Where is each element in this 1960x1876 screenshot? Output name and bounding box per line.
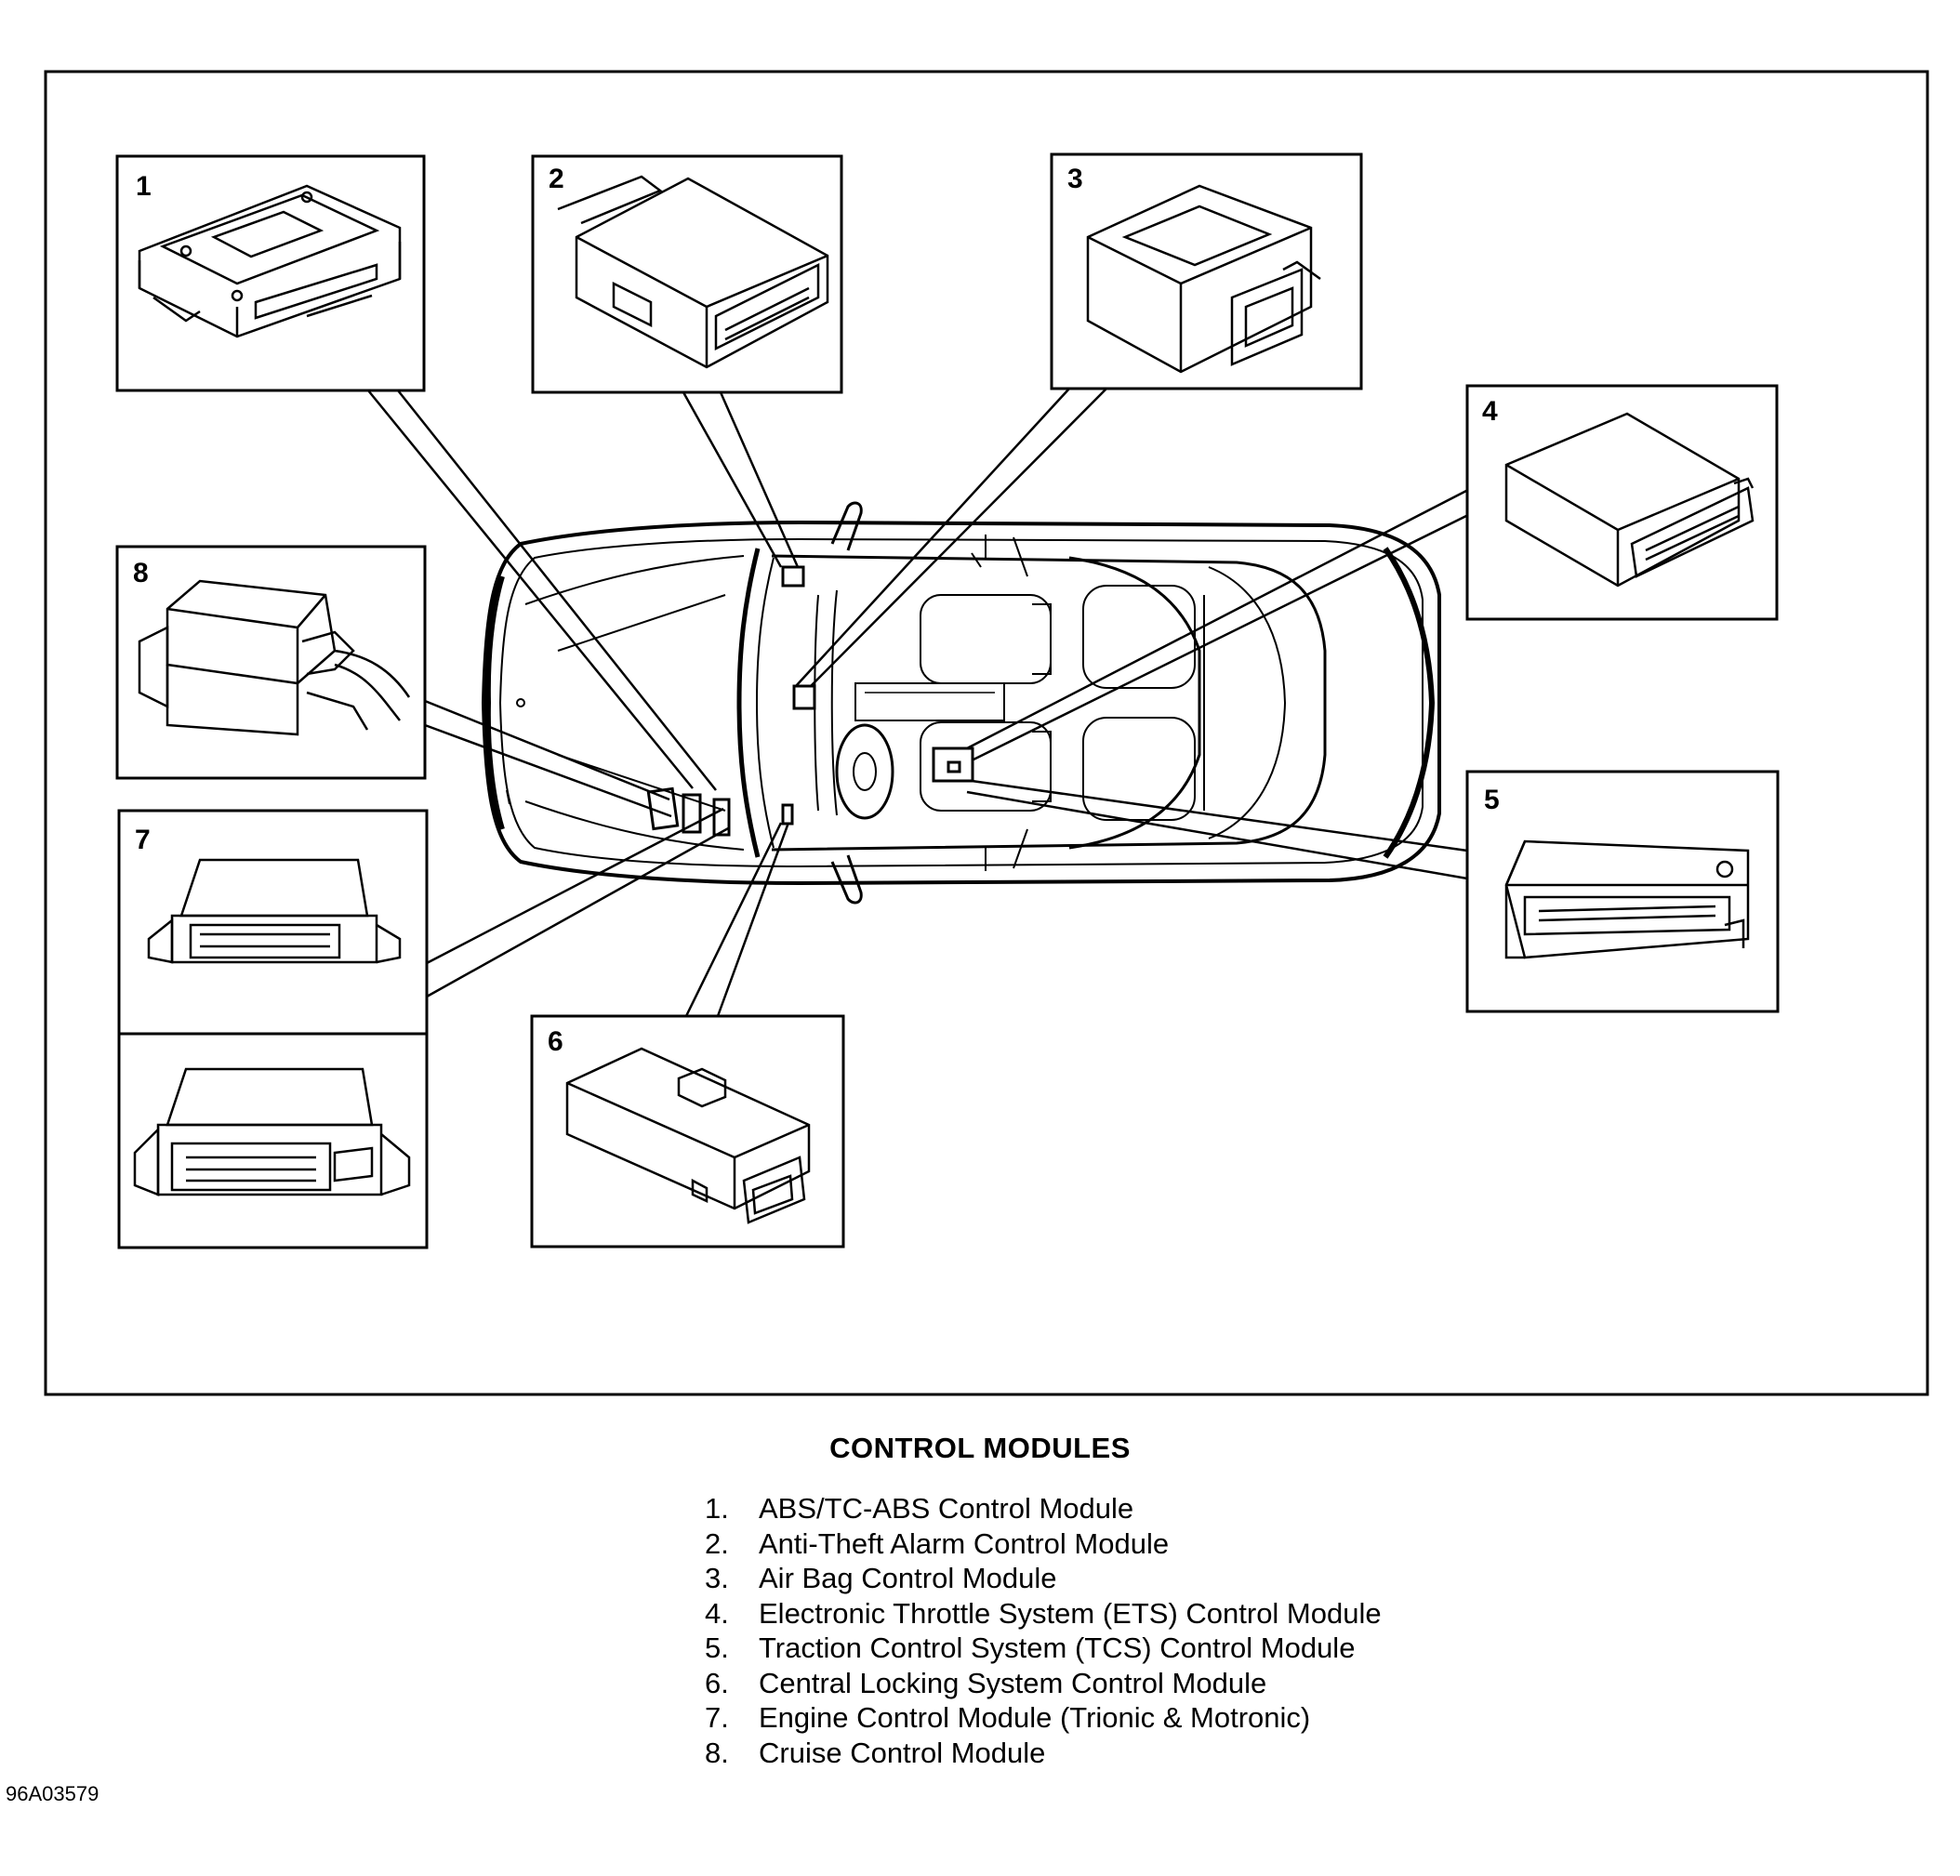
callout-panel-2 [531,154,843,394]
legend-item-label: Traction Control System (TCS) Control Mo… [759,1632,1356,1664]
leader-lines [367,388,1468,1017]
module-5-illustration [1504,839,1750,959]
callout-number-5: 5 [1484,785,1500,815]
figure-code: 96A03579 [6,1782,99,1805]
legend-item: 5. Traction Control System (TCS) Control … [705,1631,1382,1666]
module-markers [646,565,974,837]
callout-number-3: 3 [1067,164,1083,194]
car-top-view [481,501,1441,905]
legend-item-number: 2. [705,1526,729,1560]
callout-numbers: 1 2 3 4 5 6 7 8 [133,164,1500,1057]
legend-item: 1. ABS/TC-ABS Control Module [705,1491,1382,1526]
legend-item: 2. Anti-Theft Alarm Control Module [705,1526,1382,1562]
legend-item-label: Electronic Throttle System (ETS) Control… [759,1596,1382,1630]
module-4-illustration [1504,412,1755,588]
module-7a-illustration [147,858,402,964]
callout-panel-4 [1465,384,1779,621]
legend-item-label: ABS/TC-ABS Control Module [759,1492,1134,1525]
legend-item-number: 5. [705,1632,729,1664]
callout-number-2: 2 [549,164,564,194]
module-7b-illustration [133,1067,411,1196]
callout-panel-7 [117,809,429,1249]
module-1-illustration [138,184,402,338]
module-3-illustration [1086,184,1321,374]
callout-number-8: 8 [133,558,149,588]
callout-number-7: 7 [135,825,151,855]
legend-item: 6. Central Locking System Control Module [705,1666,1382,1701]
callout-number-6: 6 [548,1026,563,1057]
legend-item-number: 6. [705,1666,729,1699]
legend-item: 8. Cruise Control Module [705,1736,1382,1771]
callout-panel-1 [115,154,426,392]
legend-item-label: Engine Control Module (Trionic & Motroni… [759,1701,1311,1734]
legend-item-label: Anti-Theft Alarm Control Module [759,1526,1170,1560]
module-legend: 1. ABS/TC-ABS Control Module 2. Anti-Theft… [705,1491,1382,1770]
module-6-illustration [565,1047,811,1224]
caption-title: CONTROL MODULES [829,1432,1131,1464]
legend-item-number: 7. [705,1701,729,1734]
module-8-illustration [138,579,411,736]
callout-panels [115,152,1780,1249]
legend-item: 3. Air Bag Control Module [705,1561,1382,1596]
legend-item-number: 4. [705,1596,729,1630]
callout-number-1: 1 [136,171,152,202]
callout-panel-8 [115,545,427,780]
callout-panel-5 [1465,770,1780,1013]
legend-item-label: Cruise Control Module [759,1736,1046,1769]
legend-item: 7. Engine Control Module (Trionic & Motro… [705,1700,1382,1736]
legend-item-number: 8. [705,1736,729,1769]
legend-item-number: 1. [705,1492,729,1525]
legend-item-number: 3. [705,1562,729,1594]
module-2-illustration [557,175,829,369]
legend-item-label: Air Bag Control Module [759,1562,1057,1594]
callout-number-4: 4 [1482,396,1498,427]
diagram-frame [44,70,1929,1396]
legend-item: 4. Electronic Throttle System (ETS) Contr… [705,1596,1382,1632]
legend-item-label: Central Locking System Control Module [759,1666,1267,1699]
module-illustrations [133,175,1755,1224]
